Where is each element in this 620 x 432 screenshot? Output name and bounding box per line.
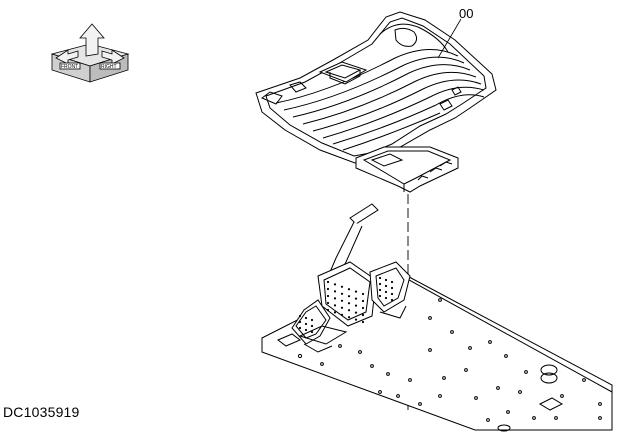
grip-dot [361, 299, 365, 303]
grip-dot [354, 318, 358, 321]
grip-dot [326, 294, 330, 298]
grip-dot [310, 330, 314, 334]
orientation-arrow-icon [50, 23, 130, 83]
grip-dot [298, 314, 302, 318]
grip-dot [298, 320, 302, 324]
grip-dot [361, 320, 365, 324]
grip-dot [390, 286, 394, 290]
grip-dot [326, 280, 330, 284]
grip-dot [354, 304, 358, 307]
grip-dot [304, 322, 308, 326]
grip-dot [390, 280, 394, 284]
grip-dot [304, 328, 308, 332]
front-label: FRONT [61, 64, 78, 70]
footrest-tray [355, 146, 459, 193]
pedal-assembly [291, 203, 411, 353]
grip-dot [333, 311, 337, 314]
grip-dot [333, 290, 337, 293]
grip-dot [384, 290, 388, 294]
orientation-labels: FRONT RIGHT [61, 64, 117, 70]
grip-dot [333, 304, 337, 307]
grip-dot [347, 309, 351, 312]
grip-dot [361, 292, 365, 296]
grip-dot [347, 288, 351, 291]
grip-dot [340, 299, 344, 302]
grip-dot [384, 296, 388, 300]
grip-dot [378, 276, 382, 280]
grip-dot [326, 308, 330, 312]
grip-dot [384, 284, 388, 288]
grip-dot [347, 295, 351, 298]
grip-dot [326, 287, 330, 291]
document-code: DC1035919 [3, 404, 80, 420]
grip-dot [333, 283, 337, 286]
grip-dot [340, 306, 344, 309]
grip-dot [298, 326, 302, 330]
grip-dot [361, 313, 365, 317]
grip-dot [354, 311, 358, 314]
grip-dot [310, 324, 314, 328]
grip-dot [378, 288, 382, 292]
grip-dot [340, 292, 344, 295]
grip-dot [378, 294, 382, 298]
grip-dot [347, 316, 351, 319]
grip-dot [378, 282, 382, 286]
grip-dot [304, 316, 308, 320]
grip-dot [354, 297, 358, 300]
right-label: RIGHT [101, 64, 117, 70]
grip-dot [354, 290, 358, 293]
grip-dots [298, 276, 394, 334]
grip-dot [340, 313, 344, 316]
grip-dot [361, 306, 365, 310]
grip-dot [310, 318, 314, 322]
grip-dot [390, 292, 394, 296]
grip-dot [340, 285, 344, 288]
grip-dot [384, 278, 388, 282]
grip-dot [326, 301, 330, 305]
part-callout-label: 00 [459, 6, 474, 21]
grip-dot [333, 297, 337, 300]
grip-dot [347, 302, 351, 305]
floor-mat [255, 11, 497, 164]
grip-dot [390, 298, 394, 302]
